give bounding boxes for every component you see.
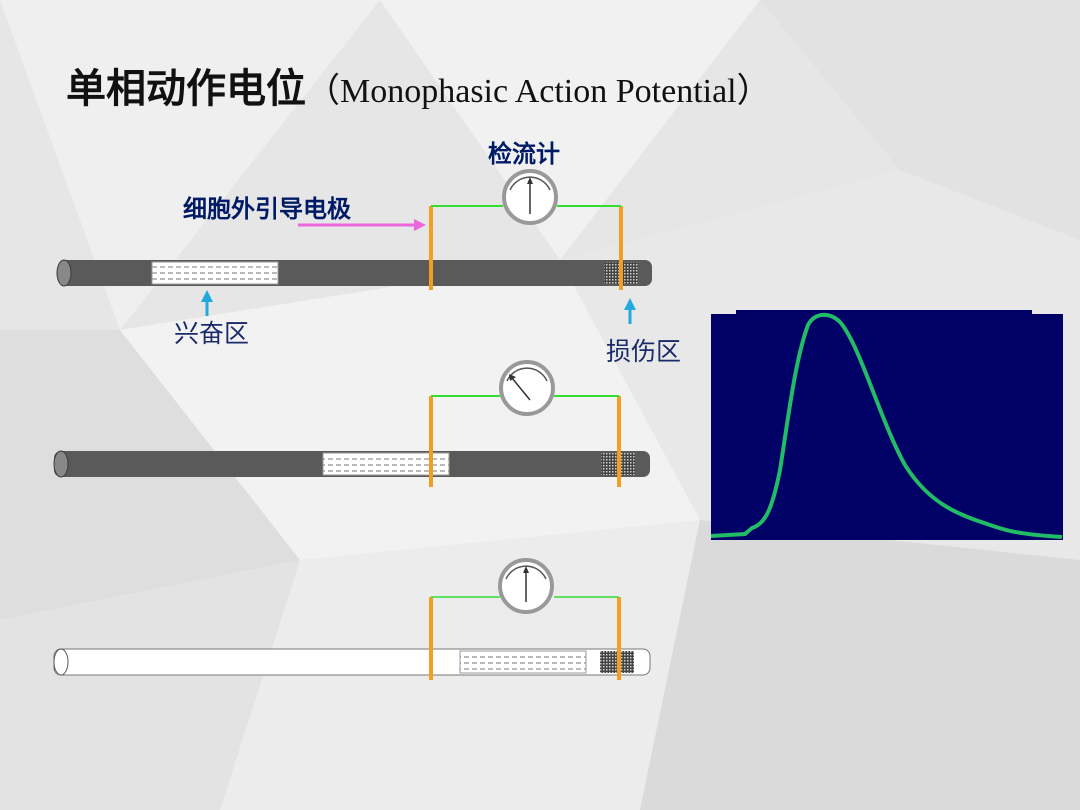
trace-line [710, 312, 1063, 539]
page-title: 单相动作电位（Monophasic Action Potential） [66, 56, 771, 114]
needle-tip-icon [509, 374, 516, 381]
galvanometer-dial [499, 360, 555, 416]
title-english: （Monophasic Action Potential） [306, 73, 771, 110]
electrode-label: 细胞外引导电极 [183, 195, 351, 223]
arrow-head-icon [624, 298, 636, 310]
excited-segment [459, 650, 587, 674]
excited-region-label: 兴奋区 [174, 319, 250, 348]
arrow-head-icon [414, 219, 426, 231]
excited-segment [322, 452, 450, 476]
needle-tip-icon [523, 566, 529, 573]
trace-screen-top [736, 310, 1032, 316]
nerve-end-cap [53, 450, 69, 478]
nerve-end-cap [53, 648, 69, 676]
needle-tip-icon [527, 177, 533, 184]
nerve-end-cap [56, 259, 72, 287]
panel-2 [53, 360, 650, 487]
panel-3 [53, 558, 651, 680]
galvanometer-needle-icon [511, 377, 531, 401]
galvanometer-label: 检流计 [488, 140, 560, 168]
panel-1 [56, 169, 652, 324]
title-chinese: 单相动作电位 [66, 65, 306, 112]
injured-region-label: 损伤区 [606, 337, 682, 366]
arrow-head-icon [201, 290, 213, 302]
excited-segment [151, 261, 279, 285]
